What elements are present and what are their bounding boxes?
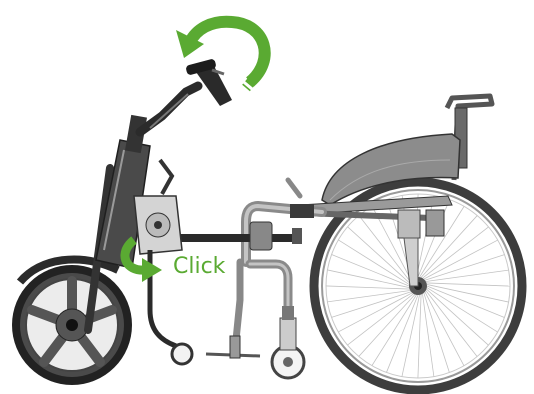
wheel-spoke [427,284,509,302]
wheel-spoke [338,240,409,285]
wheel-spoke [359,294,415,356]
wheel-spoke [327,270,409,288]
wheel-spoke [402,295,420,377]
wheel-spoke [326,286,410,289]
wheel-spoke [426,289,488,345]
wheel-spoke [427,288,498,333]
wheel-spoke [372,295,417,366]
handbike-front-wheel [12,260,132,385]
wheel-spoke [418,294,421,378]
click-label: Click [173,254,225,280]
wheel-spoke [426,283,510,286]
wheel-spoke [427,286,504,318]
wheel-spoke [332,254,409,286]
wheel-spoke [386,295,418,372]
